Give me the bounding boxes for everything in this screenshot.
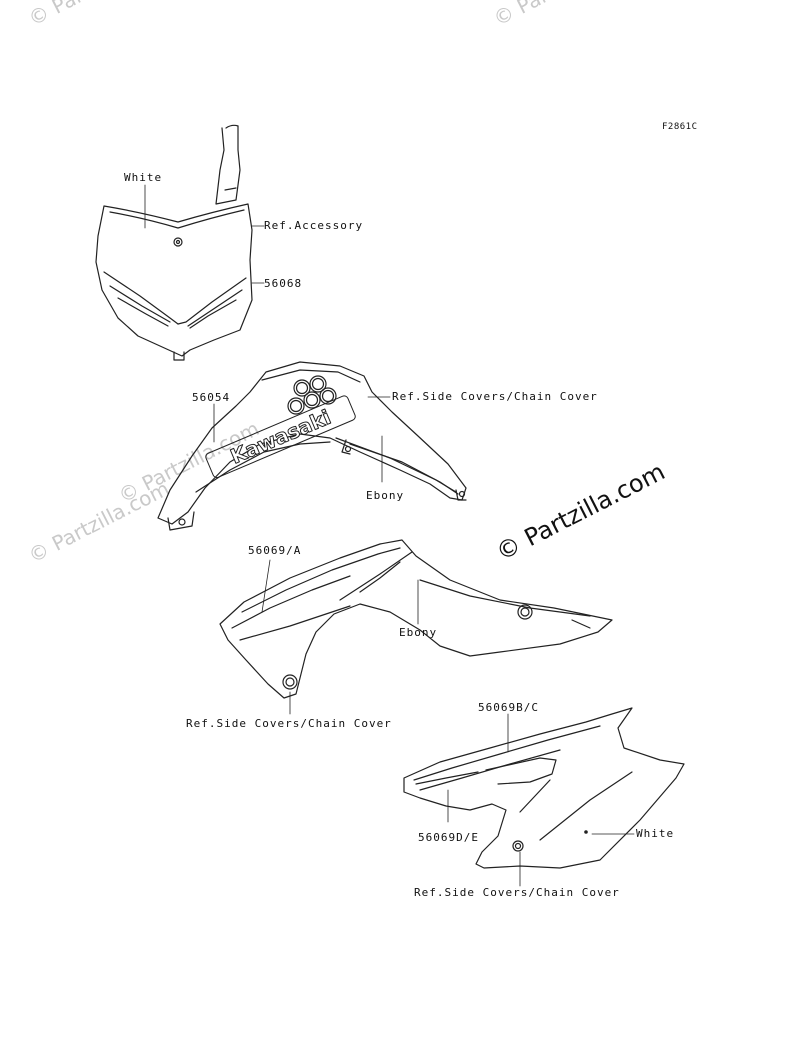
label-ref-side-covers-2: Ref.Side Covers/Chain Cover	[186, 717, 392, 730]
radiator-cover	[219, 539, 613, 715]
radiator-shroud: Kawasaki	[157, 361, 467, 531]
label-ebony-2: Ebony	[399, 626, 438, 639]
label-ref-side-covers-3: Ref.Side Covers/Chain Cover	[414, 886, 620, 899]
side-number-plate	[403, 707, 685, 887]
label-ref-accessory: Ref.Accessory	[264, 219, 364, 232]
figure-code: F2861C	[662, 122, 698, 132]
front-number-plate	[95, 124, 265, 361]
label-part-56068: 56068	[264, 277, 303, 290]
label-part-56069a: 56069/A	[248, 544, 302, 557]
label-ebony-1: Ebony	[366, 489, 405, 502]
kawasaki-decal: Kawasaki	[205, 395, 356, 478]
label-white-bottom: White	[636, 827, 675, 840]
label-part-56069bc: 56069B/C	[478, 701, 539, 714]
label-part-56069de: 56069D/E	[418, 831, 479, 844]
label-white-top: White	[124, 171, 163, 184]
label-ref-side-covers-1: Ref.Side Covers/Chain Cover	[392, 390, 598, 403]
label-part-56054: 56054	[192, 391, 231, 404]
